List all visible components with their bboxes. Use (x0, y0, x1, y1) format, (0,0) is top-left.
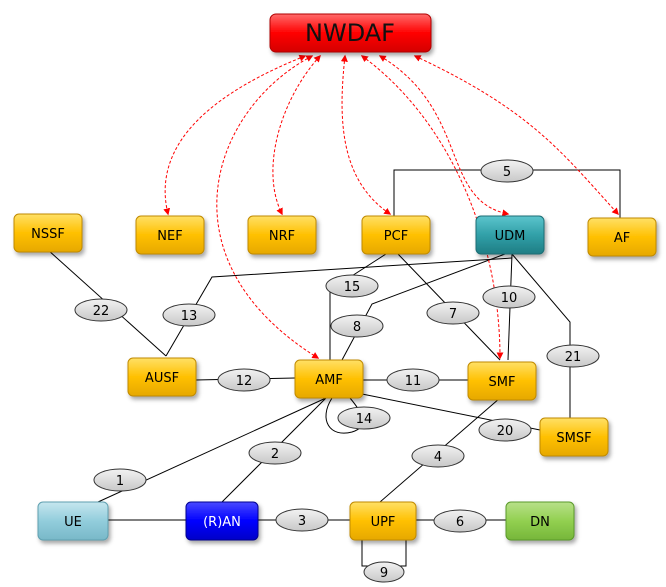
upf-label: UPF (371, 515, 396, 530)
ref-point-5: 5 (480, 159, 534, 183)
nrf-label: NRF (269, 229, 295, 244)
dn-node[interactable]: DN (505, 501, 575, 541)
ref-point-21-label: 21 (565, 350, 582, 365)
nssf-label: NSSF (31, 227, 65, 242)
ausf-label: AUSF (145, 371, 179, 386)
ref-point-12-label: 12 (236, 374, 253, 389)
nssf-node[interactable]: NSSF (13, 213, 83, 253)
ref-point-5-label: 5 (503, 165, 511, 180)
ref-point-1-label: 1 (116, 474, 124, 489)
ue-label: UE (64, 515, 82, 530)
nwdaf-links (163, 54, 619, 360)
ref-point-1: 1 (93, 468, 147, 492)
nwdaf-amf-link (216, 55, 320, 359)
ref-point-13: 13 (162, 303, 216, 327)
upf-node[interactable]: UPF (349, 501, 417, 541)
nrf-node[interactable]: NRF (247, 215, 317, 255)
nwdaf-af-link (413, 55, 619, 216)
ref-point-12: 12 (217, 368, 271, 392)
ref-point-10-label: 10 (501, 291, 518, 306)
link-n8 (341, 253, 506, 361)
ref-point-6: 6 (433, 509, 487, 533)
ref-point-7-label: 7 (449, 307, 457, 322)
smf-node[interactable]: SMF (467, 361, 537, 401)
udm-node[interactable]: UDM (475, 215, 545, 255)
ref-point-20: 20 (478, 418, 532, 442)
reference-points: 5 22 13 15 8 7 10 21 12 11 14 20 2 4 1 3… (74, 159, 600, 583)
amf-node[interactable]: AMF (294, 359, 364, 399)
ref-point-4: 4 (411, 444, 465, 468)
ref-point-2: 2 (248, 441, 302, 465)
pcf-label: PCF (384, 229, 408, 244)
ref-point-15-label: 15 (344, 280, 361, 295)
nwdaf-nef-link (163, 54, 307, 216)
af-node[interactable]: AF (587, 217, 657, 257)
ref-point-11-label: 11 (405, 374, 422, 389)
nef-label: NEF (157, 229, 182, 244)
udm-label: UDM (495, 229, 526, 244)
smsf-node[interactable]: SMSF (539, 417, 609, 457)
ref-point-22: 22 (74, 298, 128, 322)
nef-node[interactable]: NEF (135, 215, 205, 255)
ref-point-6-label: 6 (456, 515, 464, 530)
ref-point-4-label: 4 (434, 450, 442, 465)
link-n15 (329, 253, 387, 360)
ref-point-8: 8 (330, 314, 384, 338)
amf-label: AMF (315, 373, 343, 388)
ref-point-22-label: 22 (93, 304, 110, 319)
nwdaf-nrf-link (272, 54, 321, 216)
dn-label: DN (530, 515, 550, 530)
ausf-node[interactable]: AUSF (127, 357, 197, 397)
ref-point-20-label: 20 (497, 424, 514, 439)
ran-label: (R)AN (203, 515, 241, 530)
ref-point-14: 14 (337, 406, 391, 430)
ref-point-21: 21 (546, 344, 600, 368)
nwdaf-label: NWDAF (305, 19, 395, 47)
ref-point-11: 11 (386, 368, 440, 392)
smf-label: SMF (489, 375, 516, 390)
ref-point-15: 15 (325, 274, 379, 298)
pcf-node[interactable]: PCF (361, 215, 431, 255)
ref-point-13-label: 13 (181, 309, 198, 324)
nwdaf-node[interactable]: NWDAF (269, 13, 432, 53)
ref-point-10: 10 (482, 285, 536, 309)
smsf-label: SMSF (556, 431, 591, 446)
link-n21 (511, 253, 571, 418)
ran-node[interactable]: (R)AN (185, 501, 259, 541)
ue-node[interactable]: UE (37, 501, 109, 541)
ref-point-14-label: 14 (356, 412, 373, 427)
ref-point-2-label: 2 (271, 447, 279, 462)
af-label: AF (614, 231, 630, 246)
ref-point-3: 3 (275, 508, 329, 532)
ref-point-3-label: 3 (298, 514, 306, 529)
ref-point-9-label: 9 (380, 566, 388, 581)
nwdaf-udm-link (378, 55, 510, 217)
ref-point-8-label: 8 (353, 320, 361, 335)
ref-point-7: 7 (426, 301, 480, 325)
nwdaf-pcf-link (340, 54, 392, 215)
ref-point-9: 9 (363, 561, 405, 583)
